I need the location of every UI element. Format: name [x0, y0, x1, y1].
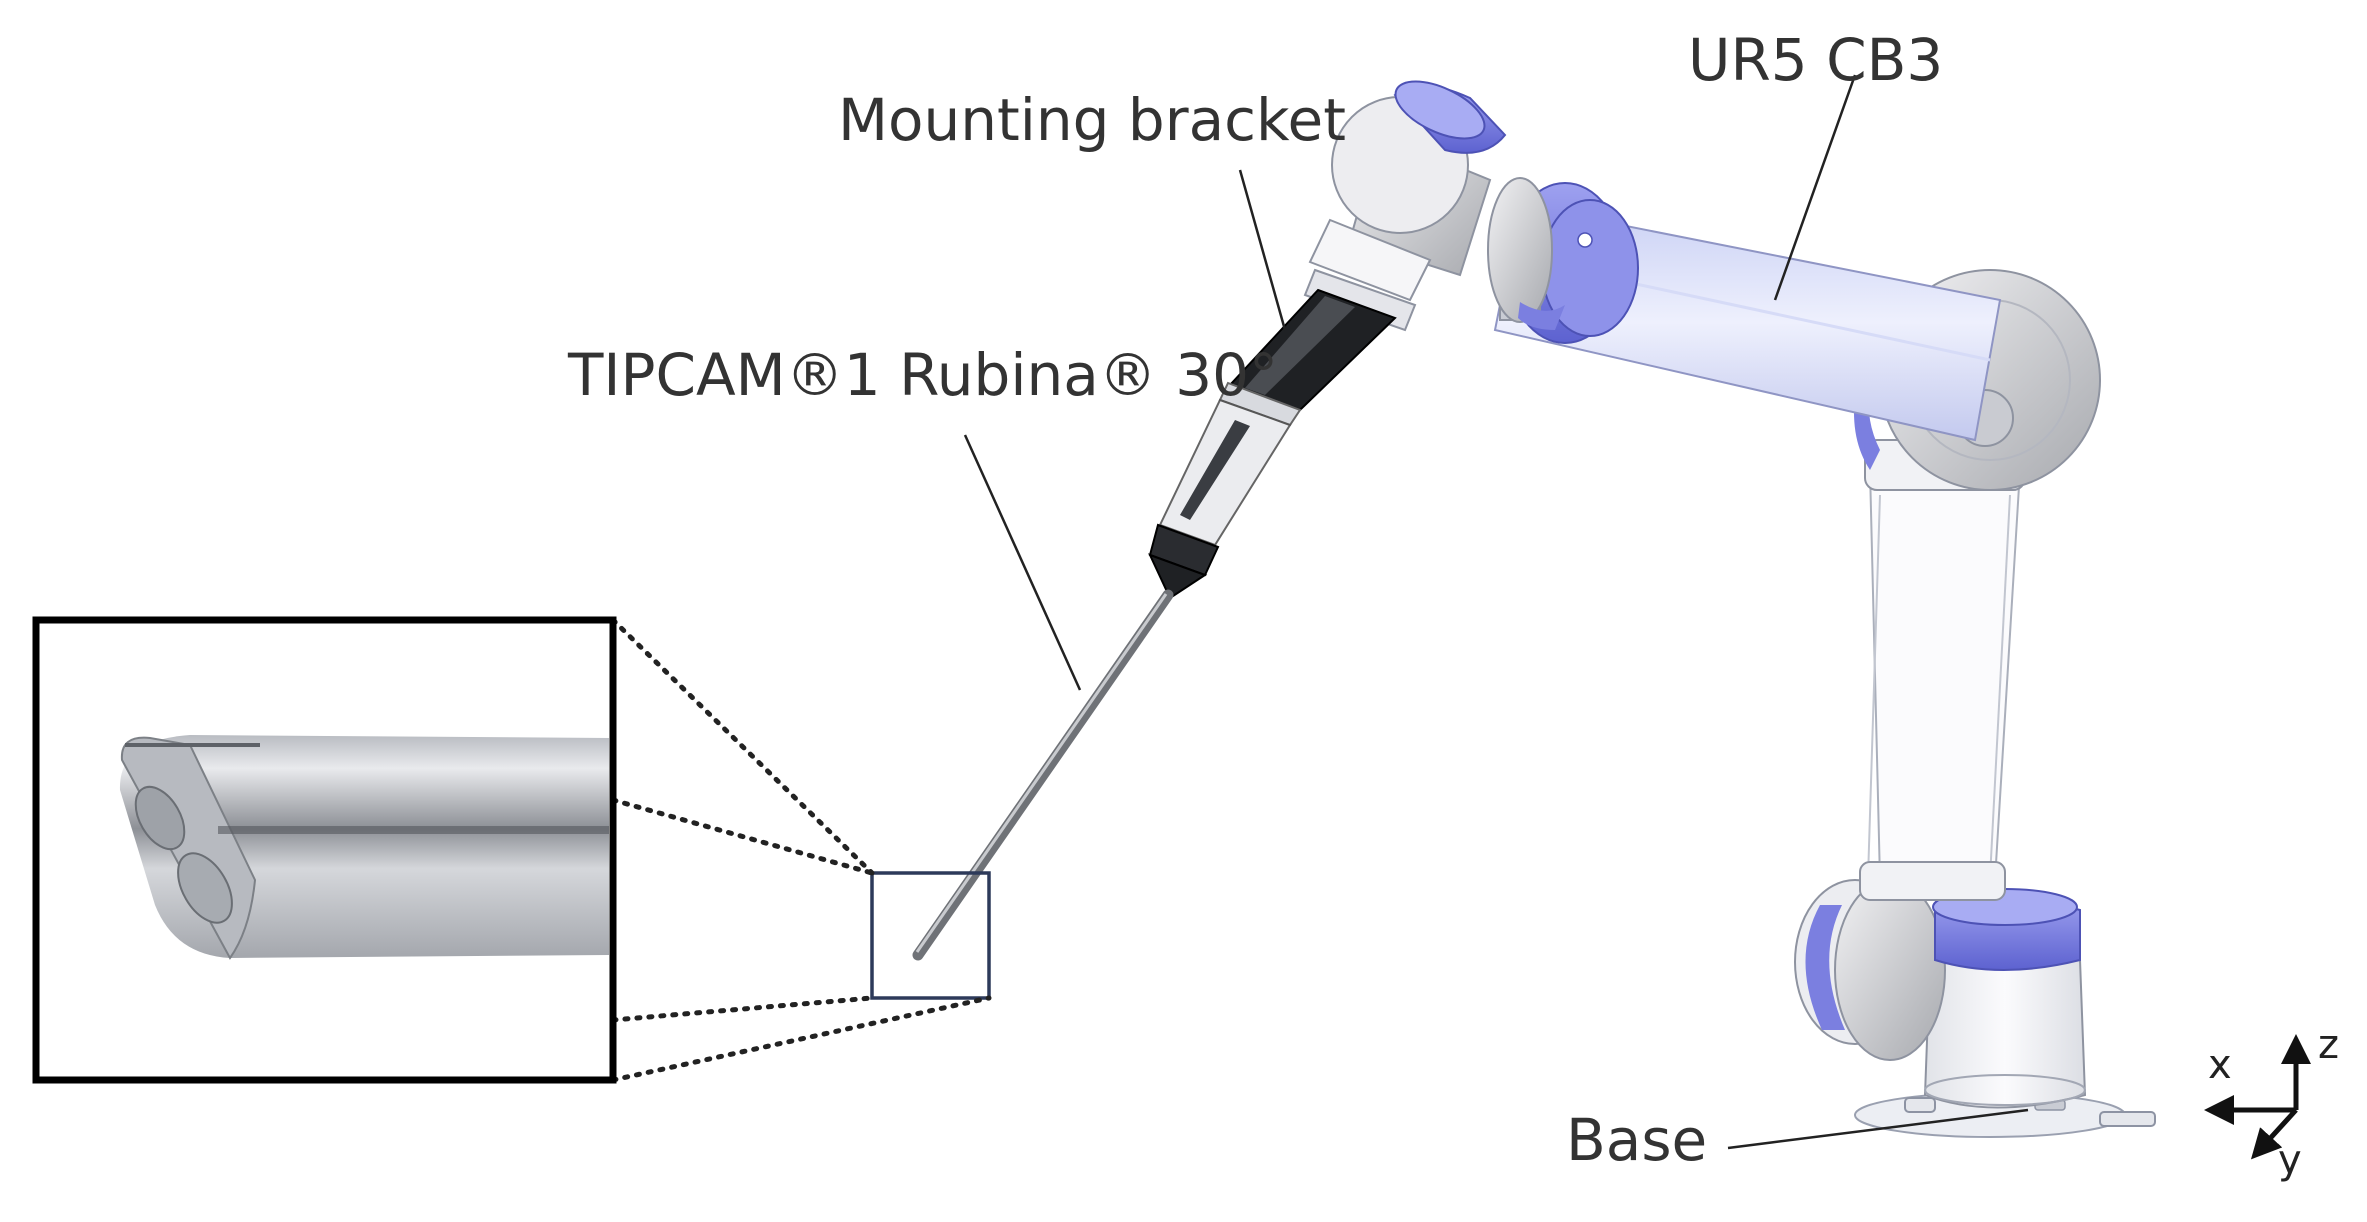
- coordinate-axes: z x y: [2204, 1022, 2339, 1183]
- label-mounting-bracket: Mounting bracket: [838, 86, 1346, 154]
- mounting-bracket: [1218, 288, 1397, 427]
- robot-base-joint: [1794, 879, 2087, 1109]
- y-axis-label: y: [2278, 1137, 2302, 1183]
- leader-line-robot: [1773, 74, 1857, 301]
- y-axis-arrow: [2250, 1108, 2298, 1160]
- endoscope-tip-inset: [32, 616, 617, 1084]
- label-base: Base: [1566, 1106, 1707, 1174]
- leader-line-bracket: [1238, 169, 1287, 331]
- leader-line-base: [1727, 1108, 2029, 1150]
- zoom-region-box: [870, 871, 991, 1000]
- robot-lower-arm: [1859, 439, 2026, 901]
- x-axis-label: x: [2208, 1042, 2232, 1088]
- leader-line-endoscope: [963, 434, 1082, 691]
- label-robot-model: UR5 CB3: [1688, 26, 1943, 94]
- camera-holder: [1148, 398, 1292, 600]
- robot-wrist-joints: [1303, 80, 1639, 344]
- z-axis-label: z: [2318, 1022, 2339, 1068]
- zoom-connector-lines: [610, 617, 992, 1083]
- leader-lines: [963, 74, 2029, 1150]
- ur5-robot-arm: [912, 80, 2156, 1138]
- label-endoscope: TIPCAM®1 Rubina® 30°: [567, 341, 1278, 409]
- endoscope-shaft: [912, 589, 1174, 961]
